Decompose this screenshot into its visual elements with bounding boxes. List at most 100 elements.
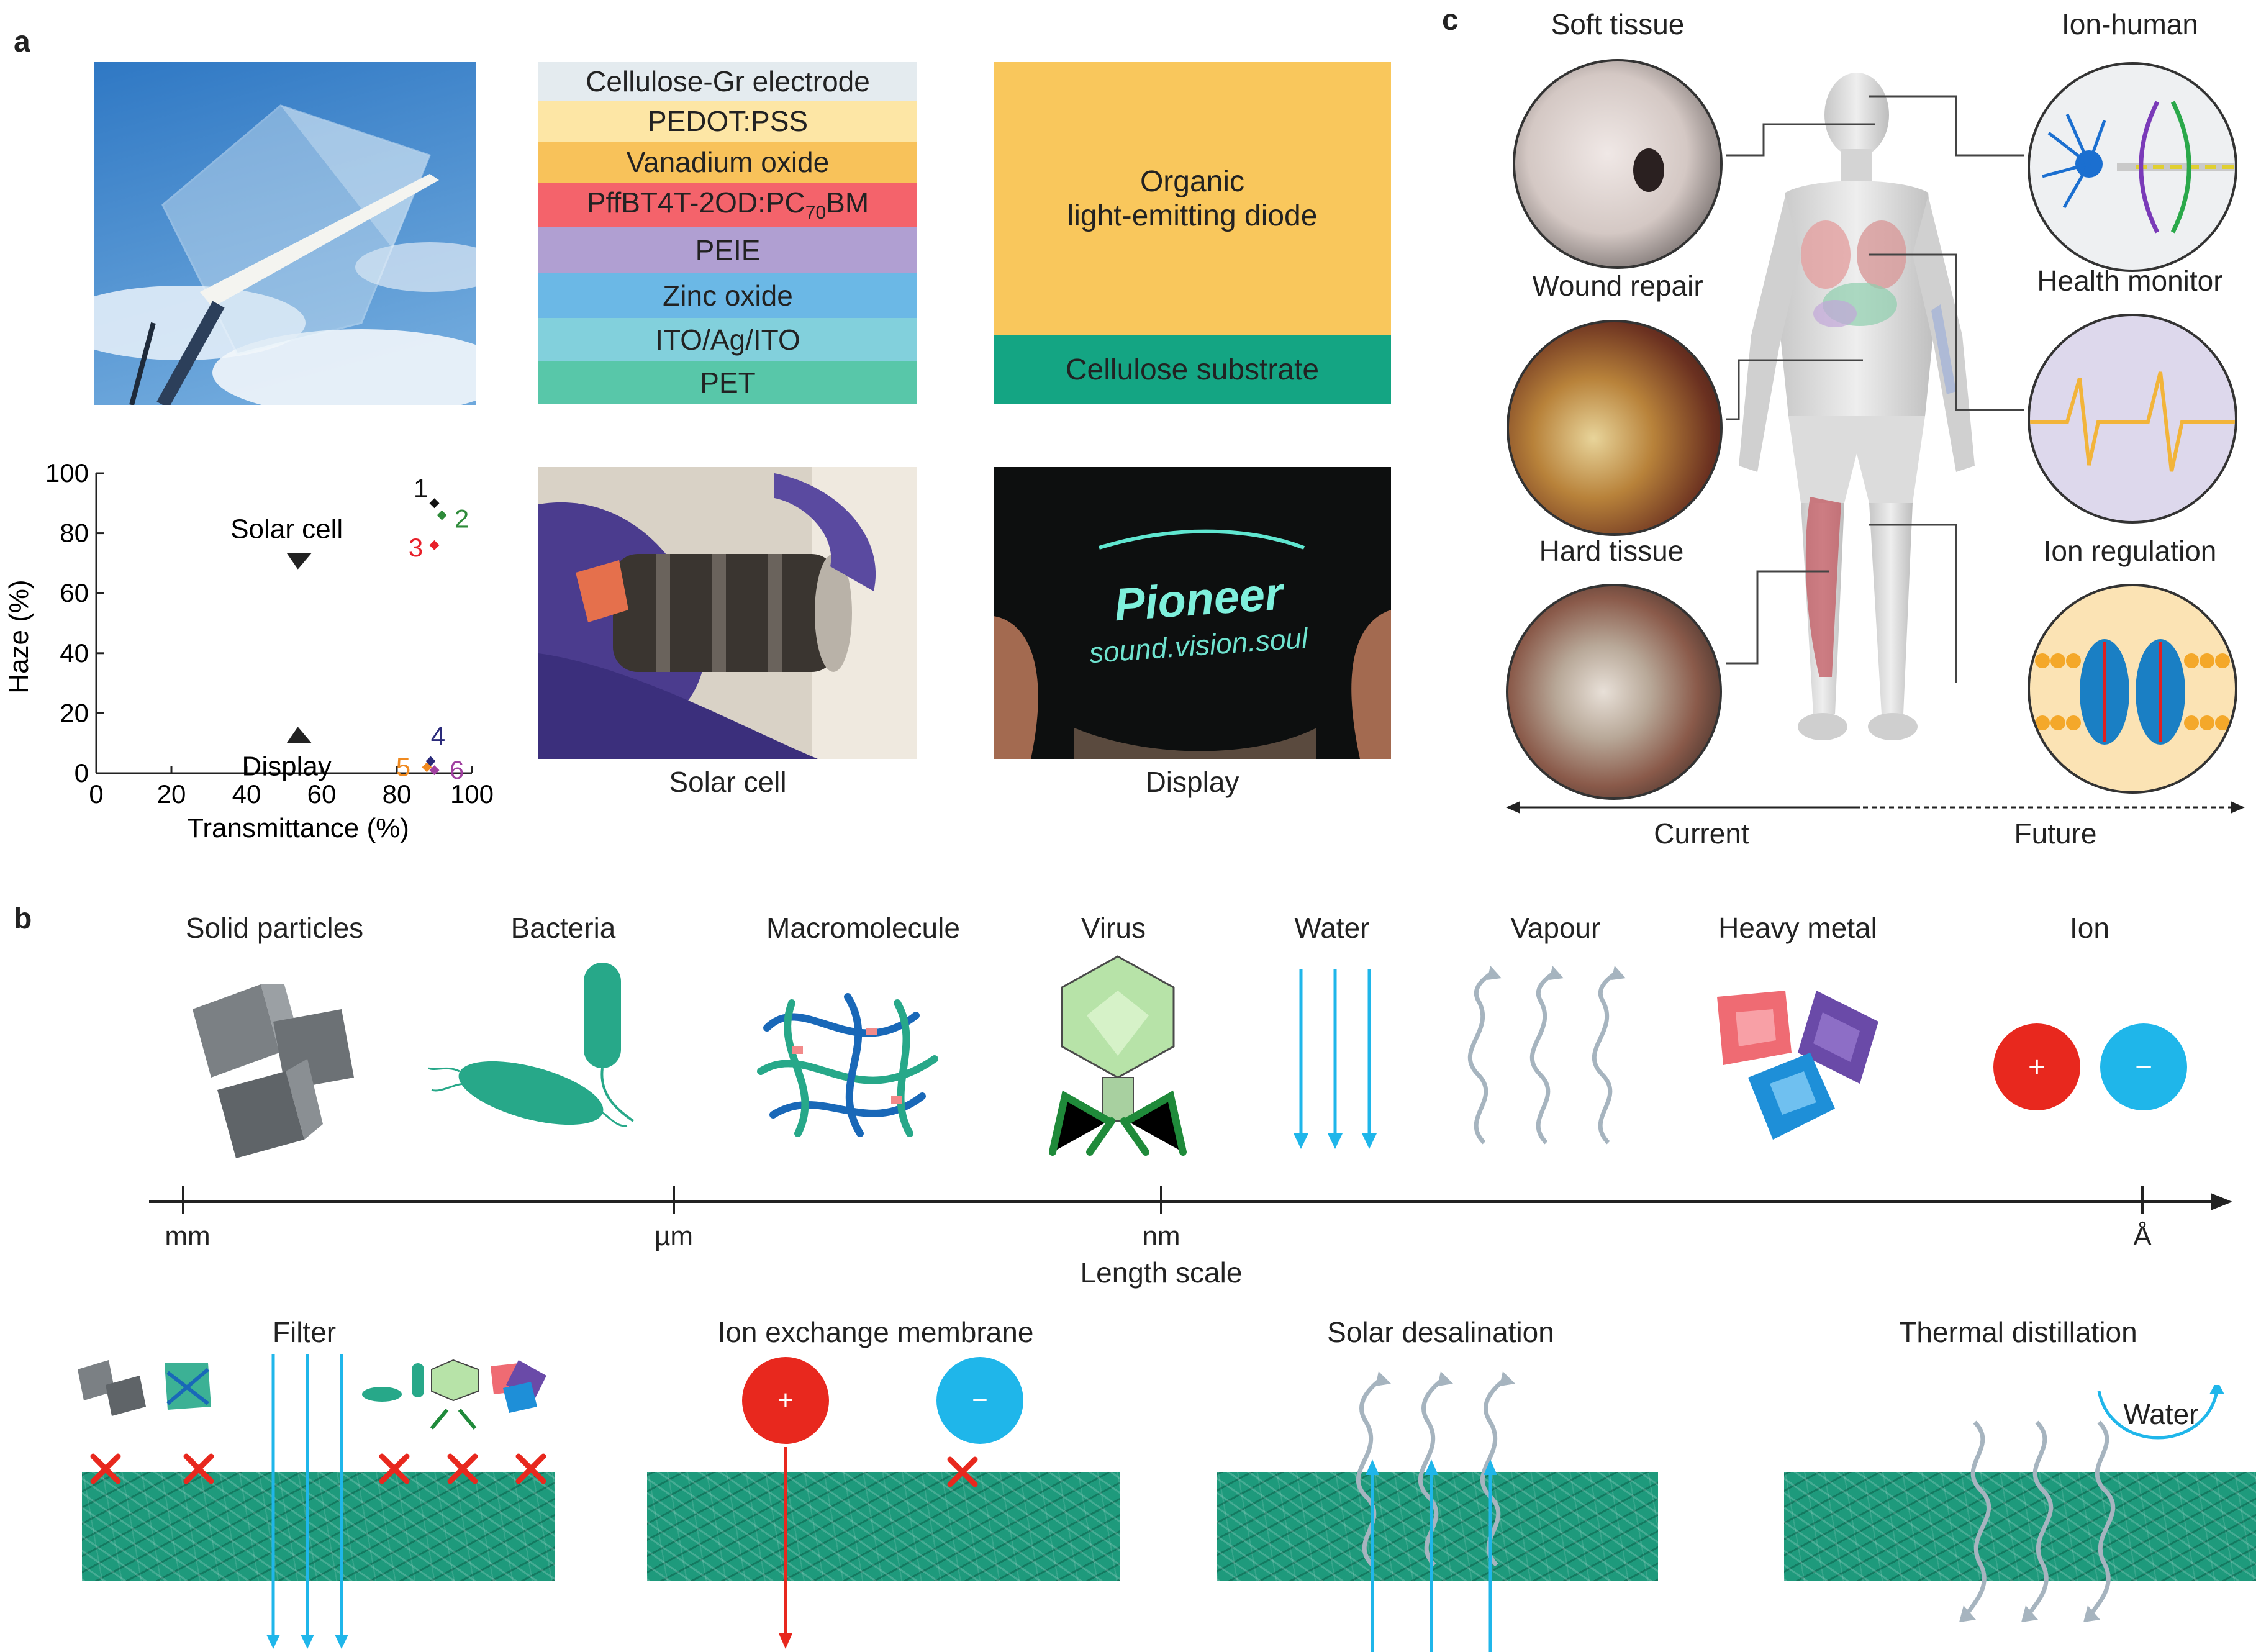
ion-exchange-title: Ion exchange membrane <box>717 1316 1034 1348</box>
solid-particles-title: Solid particles <box>185 912 364 944</box>
layer-label: PEDOT:PSS <box>647 105 809 137</box>
data-point-5 <box>422 762 432 773</box>
anion-sign: − <box>2134 1050 2153 1084</box>
solar-desalination-membrane <box>1217 1472 1658 1581</box>
x-tick-label: 20 <box>157 779 186 809</box>
vapour-arrows-icon <box>1467 966 1626 1145</box>
anion-icon: − <box>2100 1023 2187 1110</box>
solar-cell-photo <box>538 467 917 759</box>
oled-layer: Organic light-emitting diode <box>994 62 1391 335</box>
vapour-title: Vapour <box>1510 912 1601 944</box>
bacteria-title: Bacteria <box>510 912 616 944</box>
health-monitor-image <box>2028 314 2237 524</box>
x-tick-label: 100 <box>450 779 494 809</box>
heavy-metal-icon <box>1717 991 1878 1140</box>
filter-title: Filter <box>272 1316 337 1348</box>
solid-particles-icon <box>193 984 354 1158</box>
solar-desalination-title: Solar desalination <box>1327 1316 1554 1348</box>
soft-tissue-image <box>1513 59 1723 269</box>
virus-title: Virus <box>1081 912 1146 944</box>
timeline-future-label: Future <box>2014 817 2097 850</box>
solar-cell-caption: Solar cell <box>669 766 787 798</box>
scale-tick-nm: nm <box>1142 1221 1180 1251</box>
filter-membrane <box>82 1472 555 1581</box>
panel-label-b: b <box>14 902 32 935</box>
ion-exchange-overlay <box>779 1447 978 1649</box>
data-point-label: 6 <box>450 755 464 784</box>
ion-regulation-title: Ion regulation <box>2043 535 2217 567</box>
y-axis-label: Haze (%) <box>4 579 34 693</box>
health-monitor-title: Health monitor <box>2037 265 2223 297</box>
annotation-arrowhead <box>286 727 312 743</box>
y-tick-label: 60 <box>60 578 89 607</box>
hard-tissue-title: Hard tissue <box>1539 535 1684 567</box>
thermal-distillation-overlay <box>1959 1385 2224 1622</box>
data-point-label: 4 <box>431 722 445 751</box>
data-point-3 <box>429 540 440 550</box>
annotation-arrowhead <box>286 553 312 570</box>
x-tick-label: 60 <box>307 779 337 809</box>
hard-tissue-image <box>1506 584 1722 800</box>
human-body-illustration <box>1739 73 1975 740</box>
panel-label-c: c <box>1442 4 1459 37</box>
ion-human-title: Ion-human <box>2062 8 2198 40</box>
y-tick-label: 40 <box>60 638 89 668</box>
bacteria-icon <box>428 963 635 1127</box>
ion-exchange-cation-icon: + <box>742 1357 829 1444</box>
x-tick-label: 40 <box>232 779 261 809</box>
data-point-1 <box>429 498 440 509</box>
cation-sign: + <box>2028 1050 2046 1084</box>
thermal-distillation-title: Thermal distillation <box>1899 1316 2137 1348</box>
cation-sign: + <box>777 1385 794 1415</box>
data-point-label: 1 <box>414 473 428 502</box>
stack-layer-cellulose-gr-electrode: Cellulose-Gr electrode <box>538 62 917 101</box>
chart-annotation: Solar cell <box>230 514 343 545</box>
anion-sign: − <box>972 1385 988 1415</box>
scale-tick-mm: mm <box>165 1221 211 1251</box>
substrate-label: Cellulose substrate <box>1065 353 1320 386</box>
layer-label-tail: BM <box>826 186 869 219</box>
stack-layer-pedot-pss: PEDOT:PSS <box>538 101 917 142</box>
y-tick-label: 80 <box>60 519 89 548</box>
macromolecule-icon <box>757 993 938 1137</box>
stack-layer-pet: PET <box>538 361 917 404</box>
thermal-distillation-membrane <box>1784 1472 2256 1581</box>
length-scale-label: Length scale <box>1080 1256 1243 1289</box>
layer-label: Vanadium oxide <box>626 146 830 178</box>
data-point-2 <box>437 510 447 520</box>
stack-layer-peie: PEIE <box>538 227 917 273</box>
y-tick-label: 20 <box>60 698 89 727</box>
transparent-film-photo <box>94 62 476 405</box>
cation-icon: + <box>1993 1023 2080 1110</box>
oled-label-line2: light-emitting diode <box>1067 199 1318 232</box>
y-tick-label: 100 <box>45 460 89 488</box>
x-tick-label: 80 <box>383 779 412 809</box>
water-arrows-icon <box>1294 969 1377 1149</box>
soft-tissue-title: Soft tissue <box>1551 8 1685 40</box>
ion-exchange-anion-icon: − <box>936 1357 1023 1444</box>
water-title: Water <box>1294 912 1370 944</box>
stack-layer-vanadium-oxide: Vanadium oxide <box>538 142 917 183</box>
ion-human-image <box>2028 62 2237 272</box>
solar-desalination-overlay <box>1356 1371 1515 1652</box>
stack-layer-ito-ag-ito: ITO/Ag/ITO <box>538 318 917 361</box>
wound-repair-title: Wound repair <box>1532 270 1703 302</box>
y-tick-label: 0 <box>75 758 89 787</box>
heavy-metal-title: Heavy metal <box>1718 912 1877 944</box>
connector-lines <box>1726 123 1875 665</box>
layer-label: PffBT4T-2OD:PC70BM <box>587 186 869 224</box>
water-vapour-label: Water <box>2123 1398 2199 1430</box>
layer-label-main: PffBT4T-2OD:PC <box>586 186 805 219</box>
layer-label: Cellulose-Gr electrode <box>586 65 870 98</box>
x-axis-label: Transmittance (%) <box>187 813 409 843</box>
cellulose-substrate-layer: Cellulose substrate <box>994 335 1391 404</box>
display-caption: Display <box>1145 766 1239 798</box>
x-tick-label: 0 <box>89 779 103 809</box>
scale-tick-angstrom: Å <box>2133 1221 2152 1251</box>
layer-label: Zinc oxide <box>663 279 793 312</box>
layer-label-subscript: 70 <box>805 202 827 224</box>
display-photo: Pioneer sound.vision.soul <box>994 467 1391 759</box>
stack-layer-zinc-oxide: Zinc oxide <box>538 273 917 318</box>
ion-regulation-image <box>2028 584 2237 794</box>
